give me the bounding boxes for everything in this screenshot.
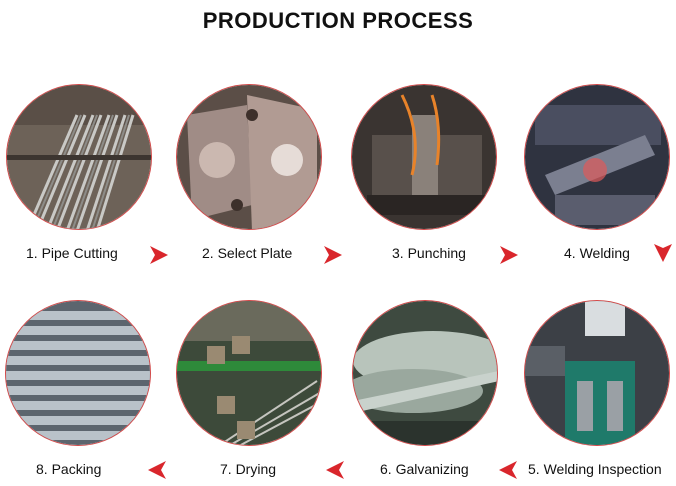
step-label-galvanizing: 6. Galvanizing — [380, 461, 469, 477]
arrow-left-icon — [499, 461, 517, 479]
pipe-cutting-photo — [6, 84, 152, 230]
step-label-pipe-cutting: 1. Pipe Cutting — [26, 245, 118, 261]
step-label-select-plate: 2. Select Plate — [202, 245, 293, 261]
arrow-down-icon — [654, 244, 672, 262]
arrow-left-icon — [326, 461, 344, 479]
arrow-right-icon — [324, 246, 342, 264]
welding-photo — [524, 84, 670, 230]
step-label-drying: 7. Drying — [220, 461, 277, 477]
select-plate-photo — [176, 84, 322, 230]
arrow-right-icon — [150, 246, 168, 264]
packing-photo — [5, 300, 151, 446]
step-label-packing: 8. Packing — [36, 461, 102, 477]
galvanizing-photo — [352, 300, 498, 446]
step-label-welding-inspection: 5. Welding Inspection — [528, 461, 662, 477]
page-title: PRODUCTION PROCESS — [202, 8, 474, 33]
step-label-welding: 4. Welding — [564, 245, 630, 261]
step-label-punching: 3. Punching — [392, 245, 466, 261]
drying-photo — [176, 300, 322, 446]
arrow-right-icon — [500, 246, 518, 264]
welding-inspection-photo — [524, 300, 670, 446]
arrow-left-icon — [148, 461, 166, 479]
punching-photo — [351, 84, 497, 230]
